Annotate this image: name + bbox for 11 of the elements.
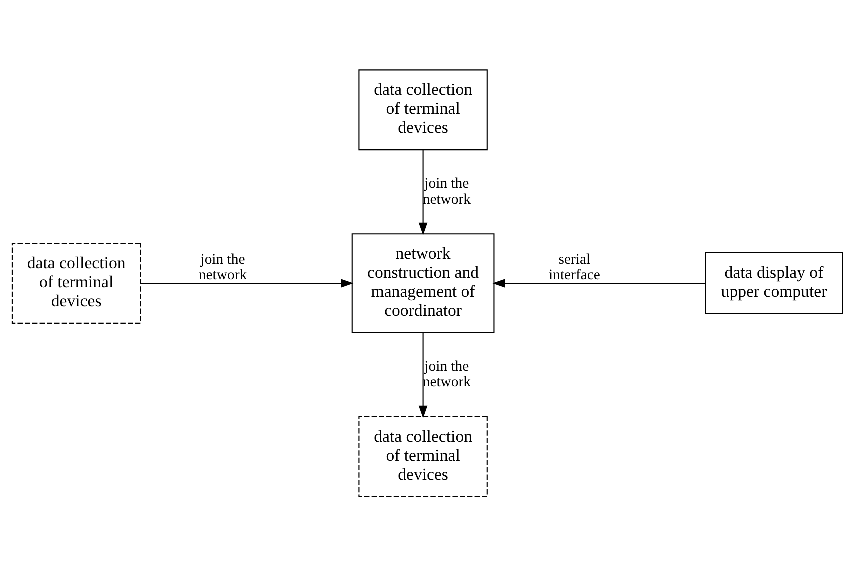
node-box: data collection of terminal devices: [358, 416, 488, 498]
arrow: [418, 150, 428, 236]
node-box: network construction and management of coordinator: [352, 234, 495, 334]
arrow: [140, 279, 354, 288]
node-box: data collection of terminal devices: [12, 243, 142, 324]
edge-label: join the network: [198, 252, 248, 284]
arrow: [492, 279, 706, 288]
node-box: data collection of terminal devices: [358, 70, 488, 151]
node-box: data display of upper computer: [705, 252, 844, 314]
arrow: [418, 333, 428, 418]
edge-label: serial interface: [549, 252, 600, 284]
